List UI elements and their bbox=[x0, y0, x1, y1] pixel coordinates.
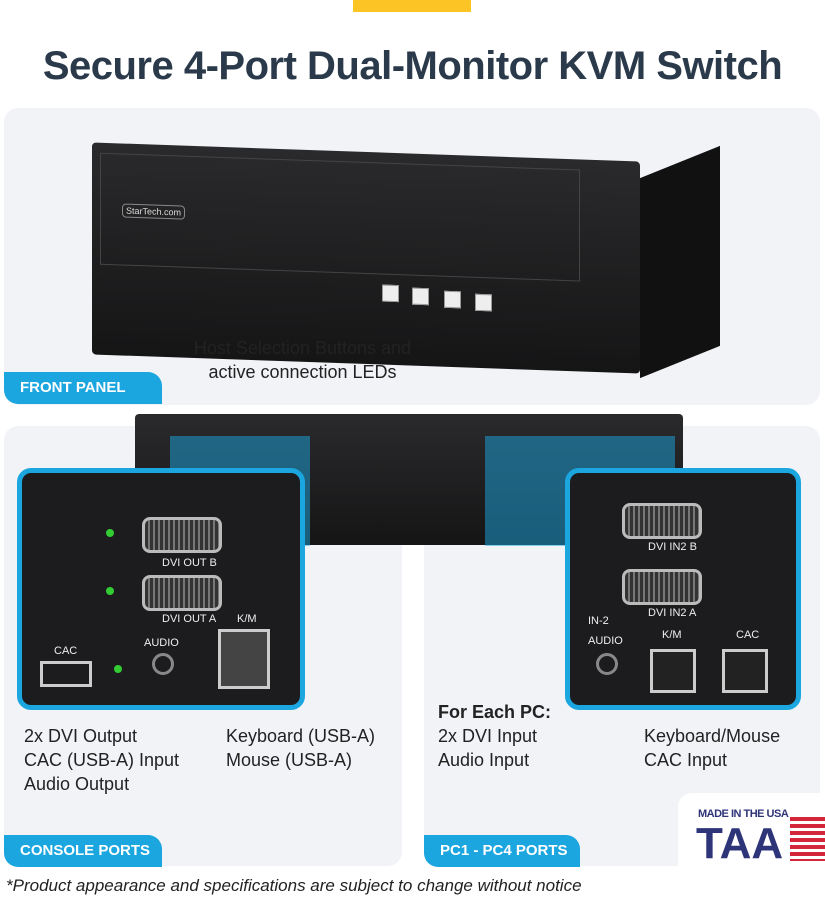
dvi-out-b-label: DVI OUT B bbox=[162, 557, 217, 569]
dvi-in2-b-label: DVI IN2 B bbox=[648, 541, 697, 553]
pc-ports-zoom: DVI IN2 B DVI IN2 A IN-2 AUDIO K/M CAC bbox=[565, 468, 801, 710]
cac-label: CAC bbox=[54, 645, 78, 657]
front-panel-tab: FRONT PANEL bbox=[4, 372, 162, 404]
taa-logo-main-text: TAA bbox=[696, 819, 784, 868]
host-button-4[interactable] bbox=[475, 293, 492, 312]
km-label: K/M bbox=[237, 613, 257, 625]
accent-bar bbox=[353, 0, 471, 12]
console-features-right: Keyboard (USB-A)Mouse (USB-A) bbox=[226, 726, 376, 770]
console-ports-zoom: DVI OUT B DVI OUT A K/M CAC AUDIO bbox=[17, 468, 305, 710]
dvi-in2-a-label: DVI IN2 A bbox=[648, 607, 697, 619]
page-title: Secure 4-Port Dual-Monitor KVM Switch bbox=[42, 44, 783, 88]
host-button-2[interactable] bbox=[412, 287, 429, 306]
brand-logo: StarTech.com bbox=[122, 203, 186, 220]
taa-logo-top-text: MADE IN THE USA bbox=[698, 808, 789, 820]
host-button-1[interactable] bbox=[382, 284, 399, 303]
host-button-3[interactable] bbox=[444, 290, 461, 309]
in-2-label: IN-2 bbox=[588, 615, 609, 627]
pc-cac-label: CAC bbox=[736, 629, 760, 641]
pc-ports-tab: PC1 - PC4 PORTS bbox=[424, 835, 580, 867]
flag-stripes-icon bbox=[790, 817, 825, 861]
kvm-side-image bbox=[640, 145, 720, 379]
pc-audio-label: AUDIO bbox=[588, 635, 623, 647]
console-ports-tab: CONSOLE PORTS bbox=[4, 835, 162, 867]
audio-label: AUDIO bbox=[144, 637, 179, 649]
pc-km-label: K/M bbox=[662, 629, 682, 641]
dvi-out-a-label: DVI OUT A bbox=[162, 613, 217, 625]
disclaimer: *Product appearance and specifications a… bbox=[6, 876, 582, 895]
taa-logo: MADE IN THE USA TAA bbox=[678, 793, 825, 866]
